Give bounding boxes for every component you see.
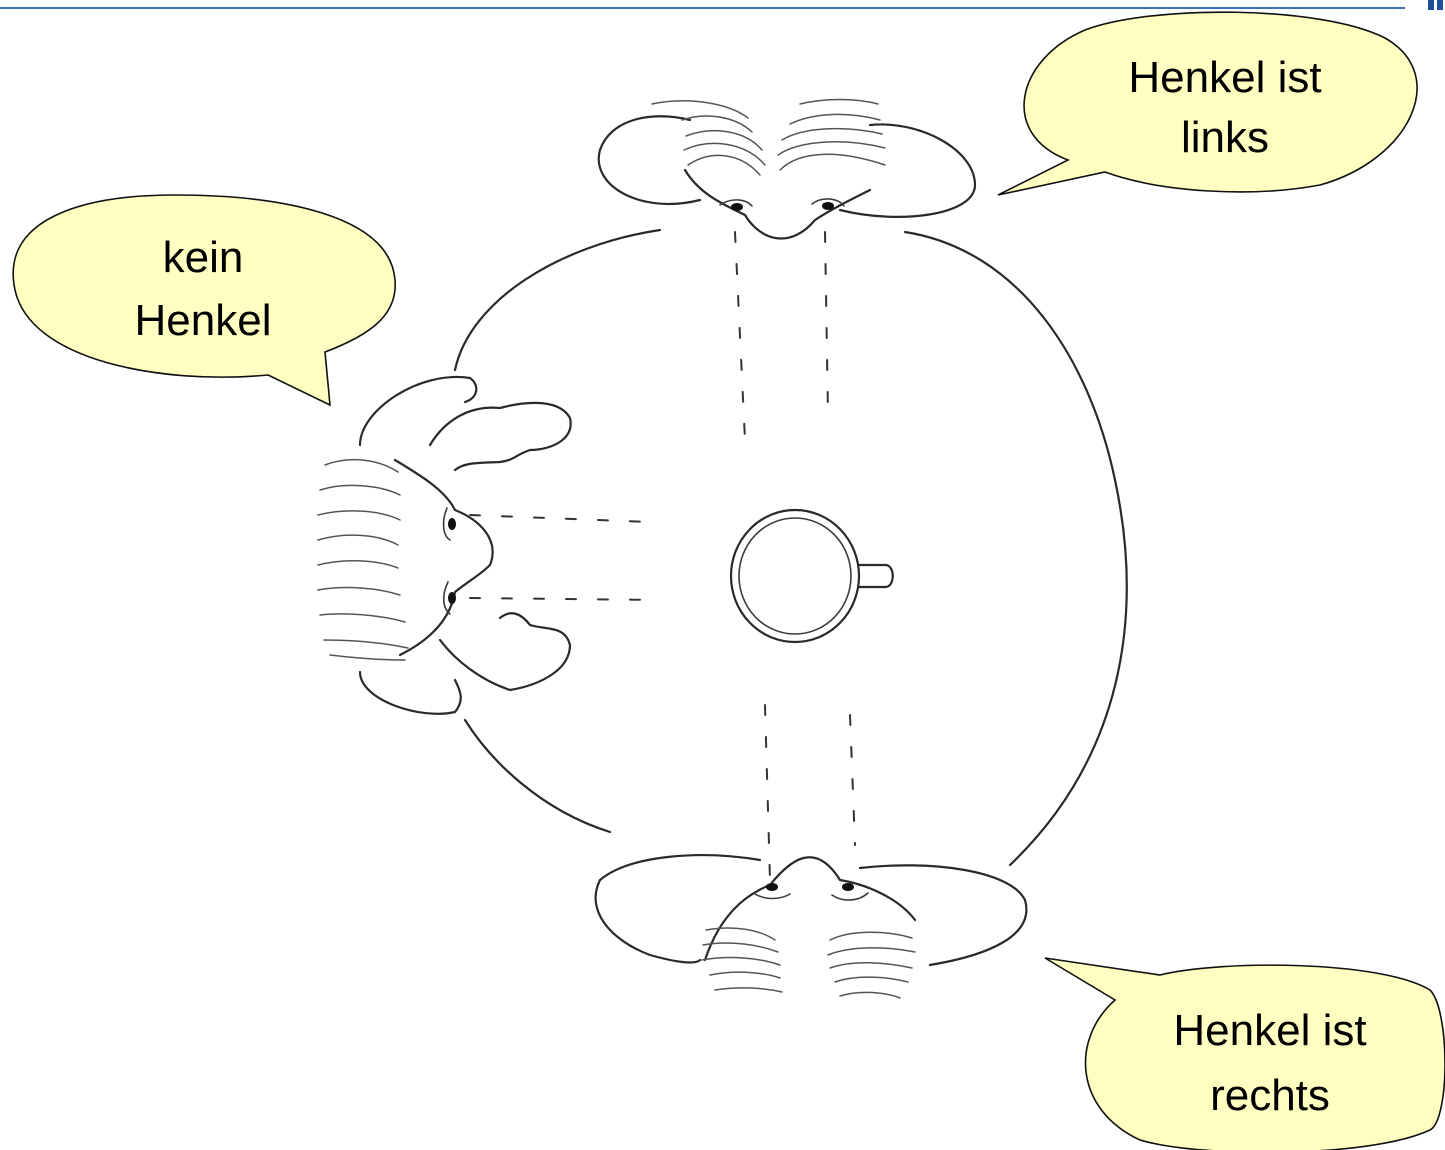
viewer-bottom-head-icon: [596, 855, 1027, 998]
viewer-top-head-icon: [599, 100, 975, 239]
bubble-top-right-line2: links: [1181, 113, 1269, 162]
round-table: [455, 230, 1127, 865]
bubble-left-line2: Henkel: [135, 296, 272, 345]
bubble-left-line1: kein: [163, 233, 244, 282]
cup-with-handle-icon: [731, 510, 893, 642]
speech-bubble-bottom-right: Henkel ist rechts: [1045, 958, 1445, 1150]
bubble-bottom-right-line2: rechts: [1210, 1071, 1330, 1120]
bubble-bottom-right-line1: Henkel ist: [1173, 1006, 1366, 1055]
sight-lines: [470, 232, 855, 880]
corner-logo-mark-2: [1437, 0, 1443, 10]
speech-bubble-top-right: Henkel ist links: [998, 12, 1417, 195]
bubble-top-right-line1: Henkel ist: [1128, 53, 1321, 102]
viewer-left-head-icon: [318, 377, 571, 714]
corner-logo-mark: [1428, 0, 1434, 10]
speech-bubble-left: kein Henkel: [13, 195, 395, 405]
